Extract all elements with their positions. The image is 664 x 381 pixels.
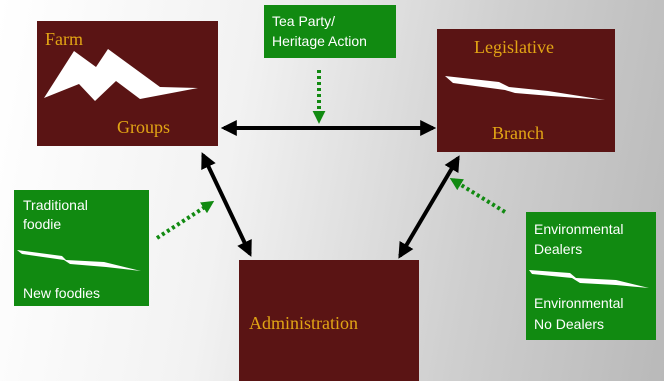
foodies-box: Traditional foodie New foodies [14, 190, 149, 306]
farm-administration-arrow [201, 152, 252, 257]
tea-party-label-line2: Heritage Action [272, 33, 367, 49]
farm-groups-box: Farm Groups [37, 21, 218, 146]
environmental-influence-arrow [449, 177, 507, 214]
legislative-branch-box: Legislative Branch [437, 29, 615, 152]
legislative-label-line2: Branch [492, 123, 544, 143]
farm-groups-label-line1: Farm [45, 29, 83, 49]
administration-box: Administration [239, 260, 419, 381]
farm-groups-label-line2: Groups [117, 117, 170, 137]
environmental-label-line1: Environmental [534, 221, 624, 237]
environmental-box: Environmental Dealers Environmental No D… [526, 212, 656, 340]
legislative-label-line1: Legislative [474, 37, 554, 57]
conflict-lightning-icon [445, 76, 605, 100]
environmental-label-line2: Dealers [534, 241, 583, 257]
environmental-label-line3: Environmental [534, 295, 624, 311]
foodies-label-line3: New foodies [23, 285, 101, 301]
environmental-label-line4: No Dealers [534, 316, 605, 332]
administration-label: Administration [249, 313, 358, 333]
conflict-lightning-icon [529, 270, 649, 288]
conflict-lightning-icon [17, 250, 141, 271]
foodies-influence-arrow [155, 200, 215, 240]
foodies-label-line2: foodie [23, 216, 62, 232]
tea-party-box: Tea Party/ Heritage Action [264, 5, 396, 58]
foodies-label-line1: Traditional [23, 197, 88, 213]
legislative-administration-arrow [398, 155, 460, 259]
tea-party-label-line1: Tea Party/ [272, 13, 336, 29]
conflict-lightning-icon [44, 49, 198, 101]
